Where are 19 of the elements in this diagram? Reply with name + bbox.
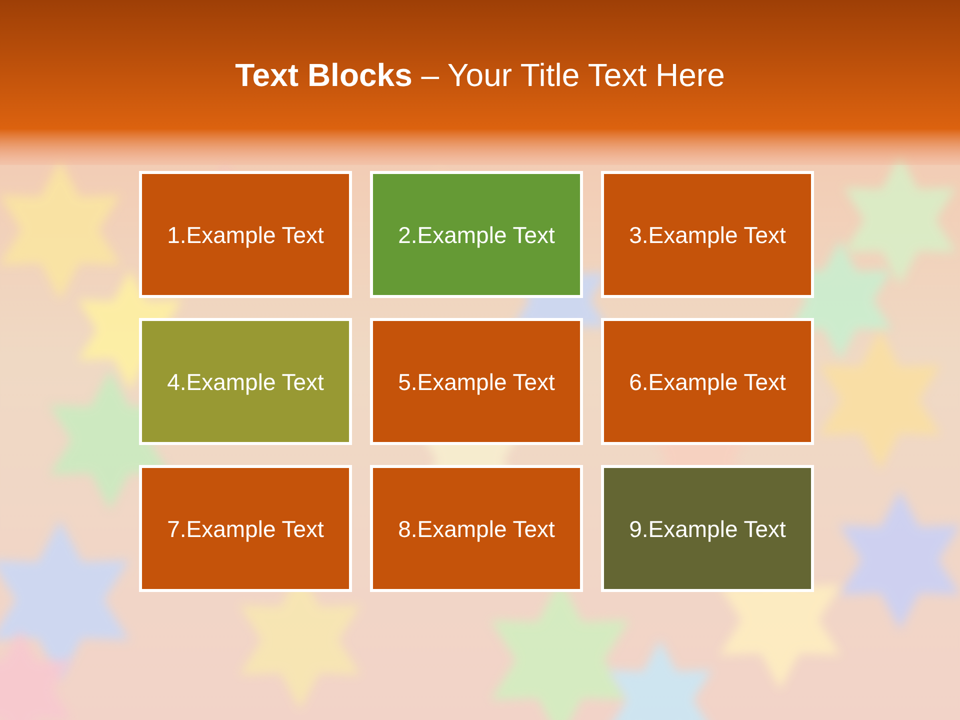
block-text: 9.Example Text <box>629 514 786 544</box>
text-block <box>601 171 814 298</box>
text-block <box>139 465 352 592</box>
block-text: 2.Example Text <box>398 220 555 250</box>
block-text: 6.Example Text <box>629 368 786 396</box>
text-block <box>601 318 814 445</box>
slide-title: Text Blocks – Your Title Text Here <box>234 56 726 95</box>
block-text: 5.Example Text <box>398 368 555 396</box>
block-text: 8.Example Text <box>398 514 555 544</box>
block-text: 7.Example Text <box>167 514 324 544</box>
text-block <box>370 465 583 592</box>
block-text: 4.Example Text <box>167 368 324 396</box>
text-block <box>370 318 583 445</box>
block-text: 3.Example Text <box>629 220 786 250</box>
text-block <box>601 465 814 592</box>
text-block <box>370 171 583 298</box>
block-text: 1.Example Text <box>167 220 324 250</box>
text-block <box>139 171 352 298</box>
text-block <box>139 318 352 445</box>
